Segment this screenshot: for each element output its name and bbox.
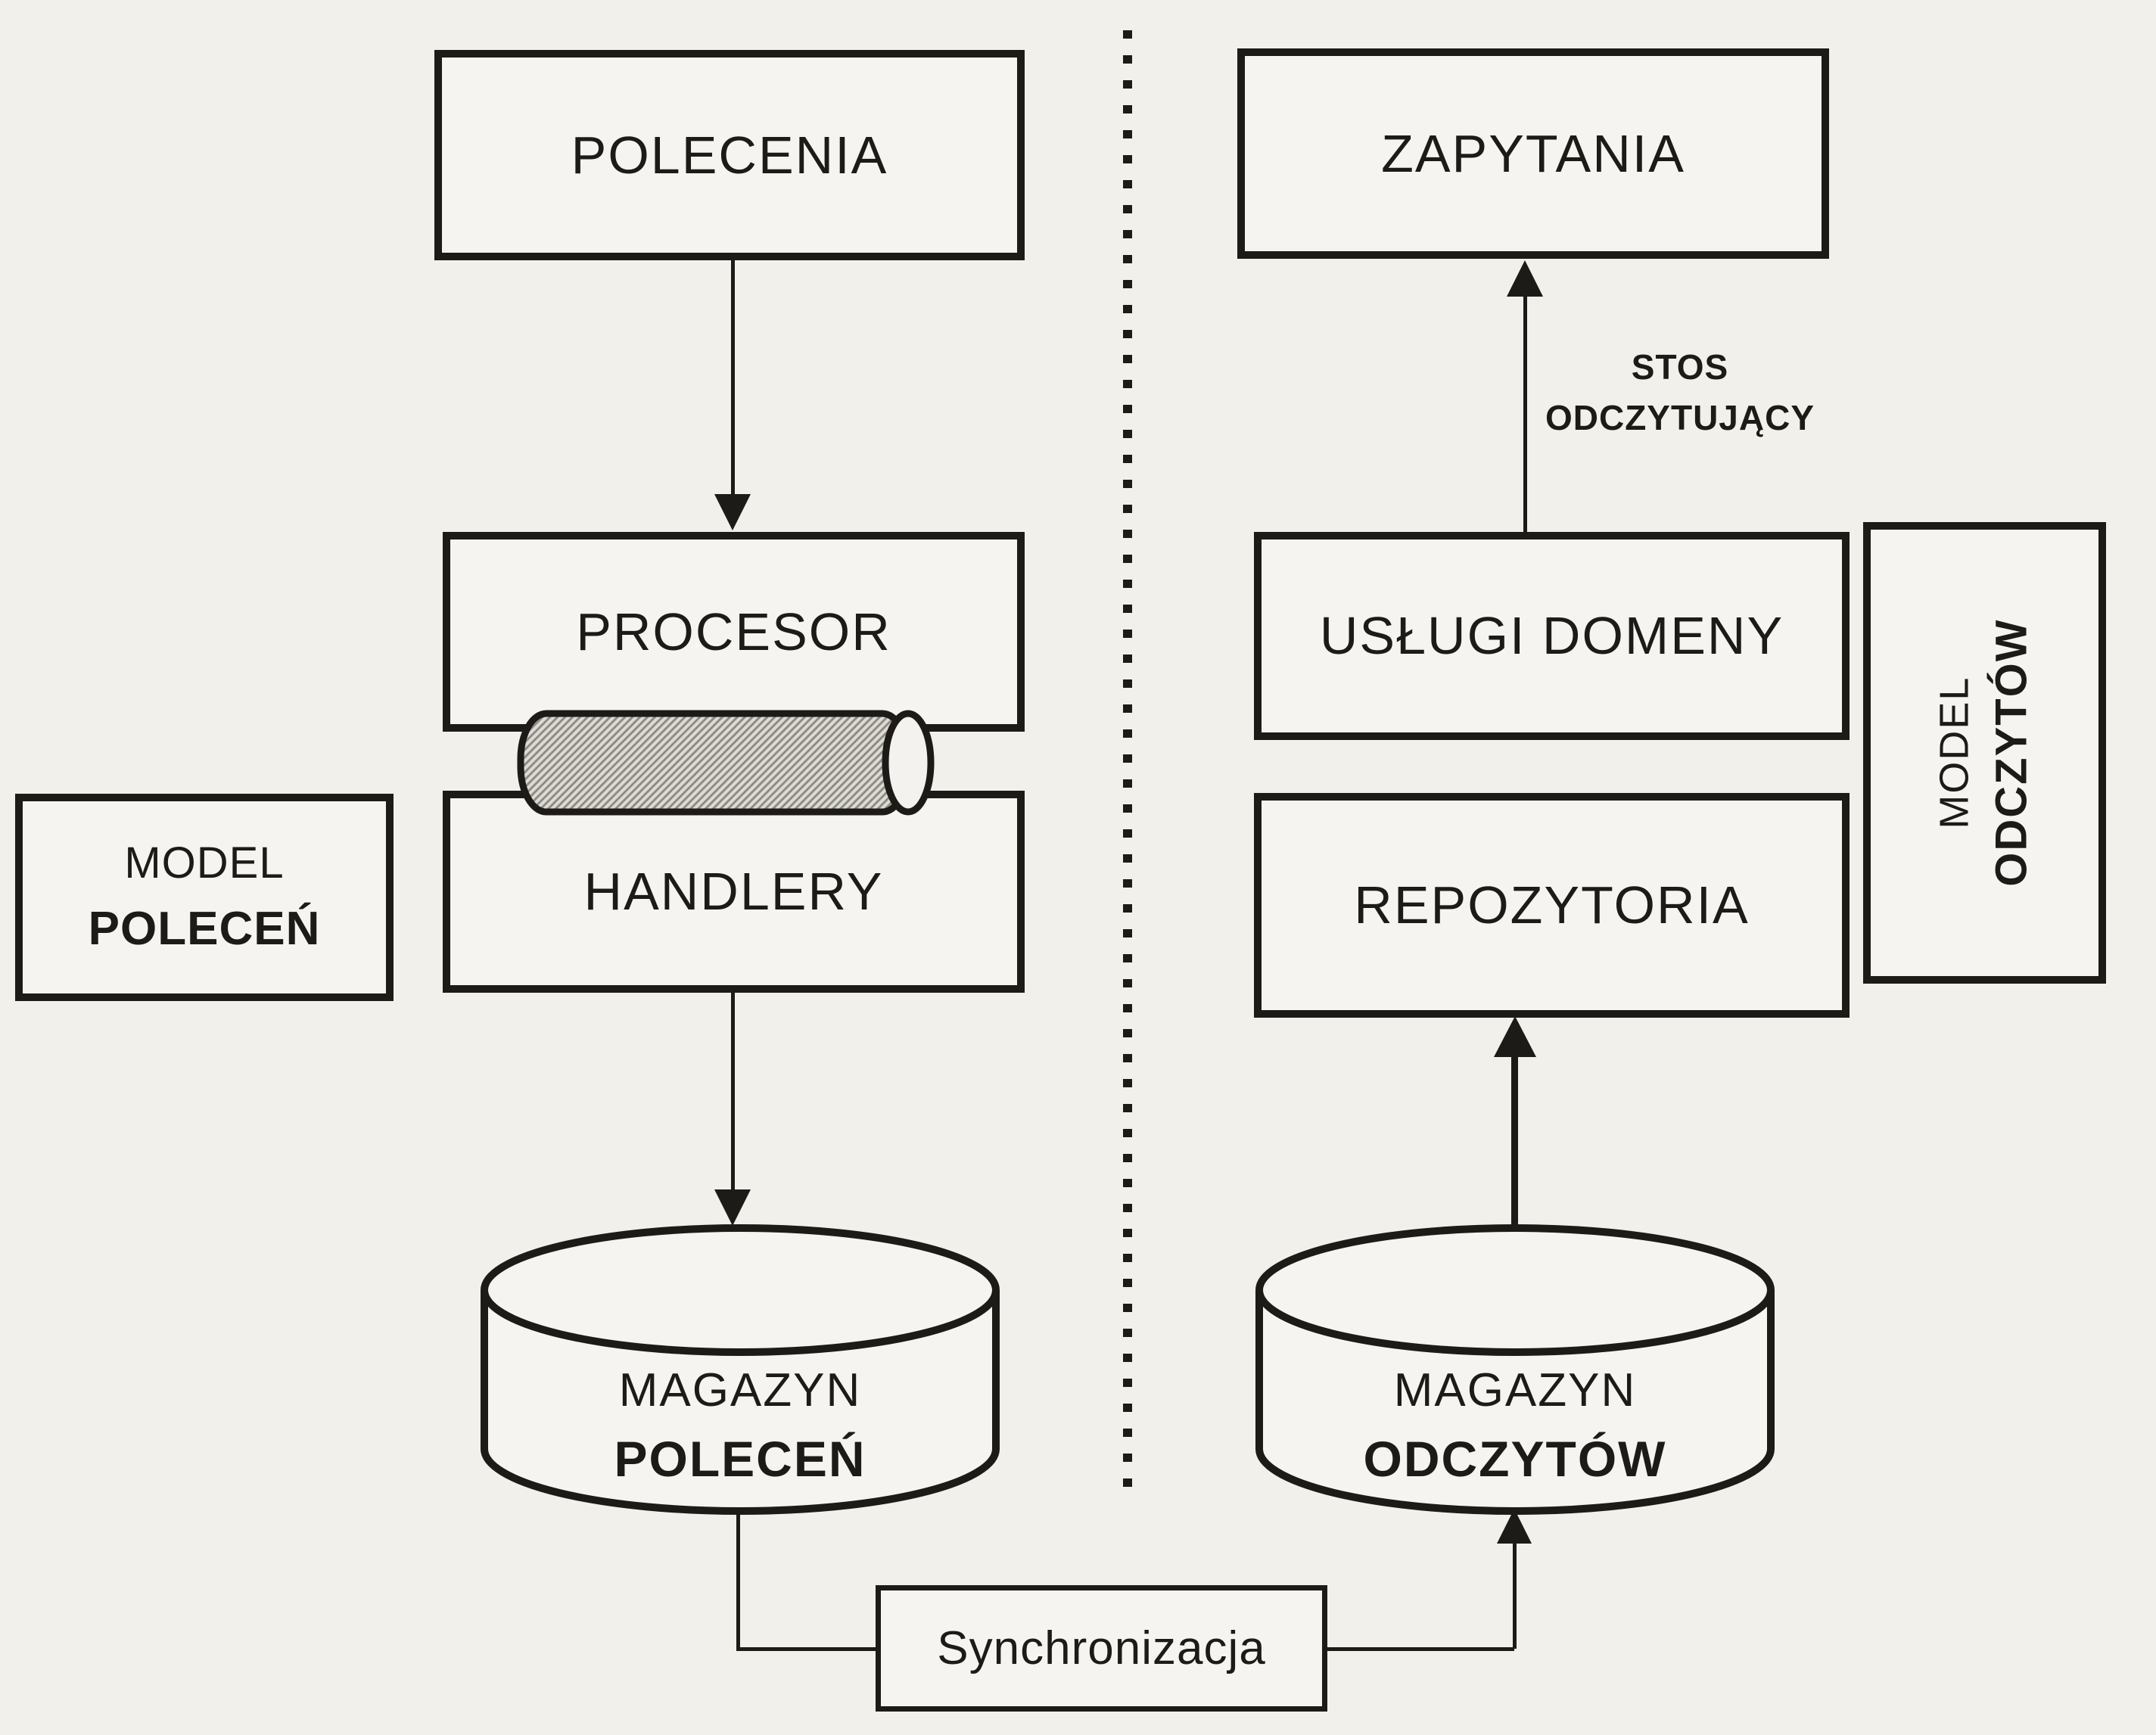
node-handlery: HANDLERY — [443, 791, 1025, 993]
model-odczytow-rotated-text: MODEL ODCZYTÓW — [1927, 619, 2042, 887]
node-repozytoria: REPOZYTORIA — [1254, 793, 1850, 1018]
arrow-magazyn-repozytoria-line — [1511, 1052, 1518, 1226]
arrow-up-icon — [1494, 1016, 1536, 1057]
stos-line2: ODCZYTUJĄCY — [1545, 397, 1815, 437]
sync-left-elbow-vertical — [736, 1507, 740, 1651]
arrow-down-icon — [714, 494, 751, 530]
node-polecenia: POLECENIA — [434, 50, 1025, 260]
pipe-cylinder-icon — [517, 710, 935, 816]
arrow-uslugi-zapytania-line — [1523, 297, 1527, 533]
magazyn-polecen-line2: POLECEŃ — [614, 1431, 866, 1488]
database-cylinder-icon — [481, 1224, 1000, 1515]
node-procesor: PROCESOR — [443, 532, 1025, 732]
node-model-polecen: MODEL POLECEŃ — [15, 794, 394, 1001]
node-model-odczytow: MODEL ODCZYTÓW — [1863, 522, 2106, 984]
node-uslugi-domeny-label: USŁUGI DOMENY — [1319, 606, 1784, 666]
node-repozytoria-label: REPOZYTORIA — [1354, 875, 1750, 935]
node-polecenia-label: POLECENIA — [571, 125, 888, 185]
magazyn-polecen-line1: MAGAZYN — [618, 1364, 862, 1417]
stos-odczytujacy-label: STOS ODCZYTUJĄCY — [1544, 342, 1816, 443]
sync-right-elbow-horizontal — [1327, 1647, 1514, 1651]
sync-right-elbow-vertical — [1513, 1542, 1517, 1649]
model-odczytow-line1: MODEL — [1931, 676, 1977, 830]
sync-left-elbow-horizontal — [736, 1647, 877, 1651]
node-synchronizacja: Synchronizacja — [876, 1585, 1327, 1712]
model-odczytow-line2: ODCZYTÓW — [1986, 618, 2036, 888]
node-zapytania: ZAPYTANIA — [1237, 48, 1829, 259]
stos-line1: STOS — [1631, 347, 1729, 387]
arrow-handlery-magazyn-line — [731, 993, 735, 1191]
model-polecen-line1: MODEL — [124, 838, 285, 888]
node-zapytania-label: ZAPYTANIA — [1381, 123, 1685, 183]
arrow-down-icon — [714, 1189, 751, 1226]
database-cylinder-icon — [1255, 1224, 1775, 1515]
magazyn-odczytow-line1: MAGAZYN — [1393, 1364, 1637, 1417]
section-divider-dotted-line — [1123, 30, 1132, 1494]
node-procesor-label: PROCESOR — [576, 602, 891, 661]
magazyn-odczytow-line2: ODCZYTÓW — [1363, 1431, 1667, 1488]
arrow-polecenia-procesor-line — [731, 260, 735, 496]
synchronizacja-label: Synchronizacja — [937, 1622, 1266, 1674]
model-polecen-line2: POLECEŃ — [88, 903, 321, 956]
node-magazyn-polecen: MAGAZYN POLECEŃ — [513, 1354, 967, 1498]
node-uslugi-domeny: USŁUGI DOMENY — [1254, 532, 1850, 740]
node-handlery-label: HANDLERY — [583, 862, 884, 922]
arrow-up-icon — [1507, 260, 1543, 297]
node-magazyn-odczytow: MAGAZYN ODCZYTÓW — [1288, 1354, 1742, 1498]
